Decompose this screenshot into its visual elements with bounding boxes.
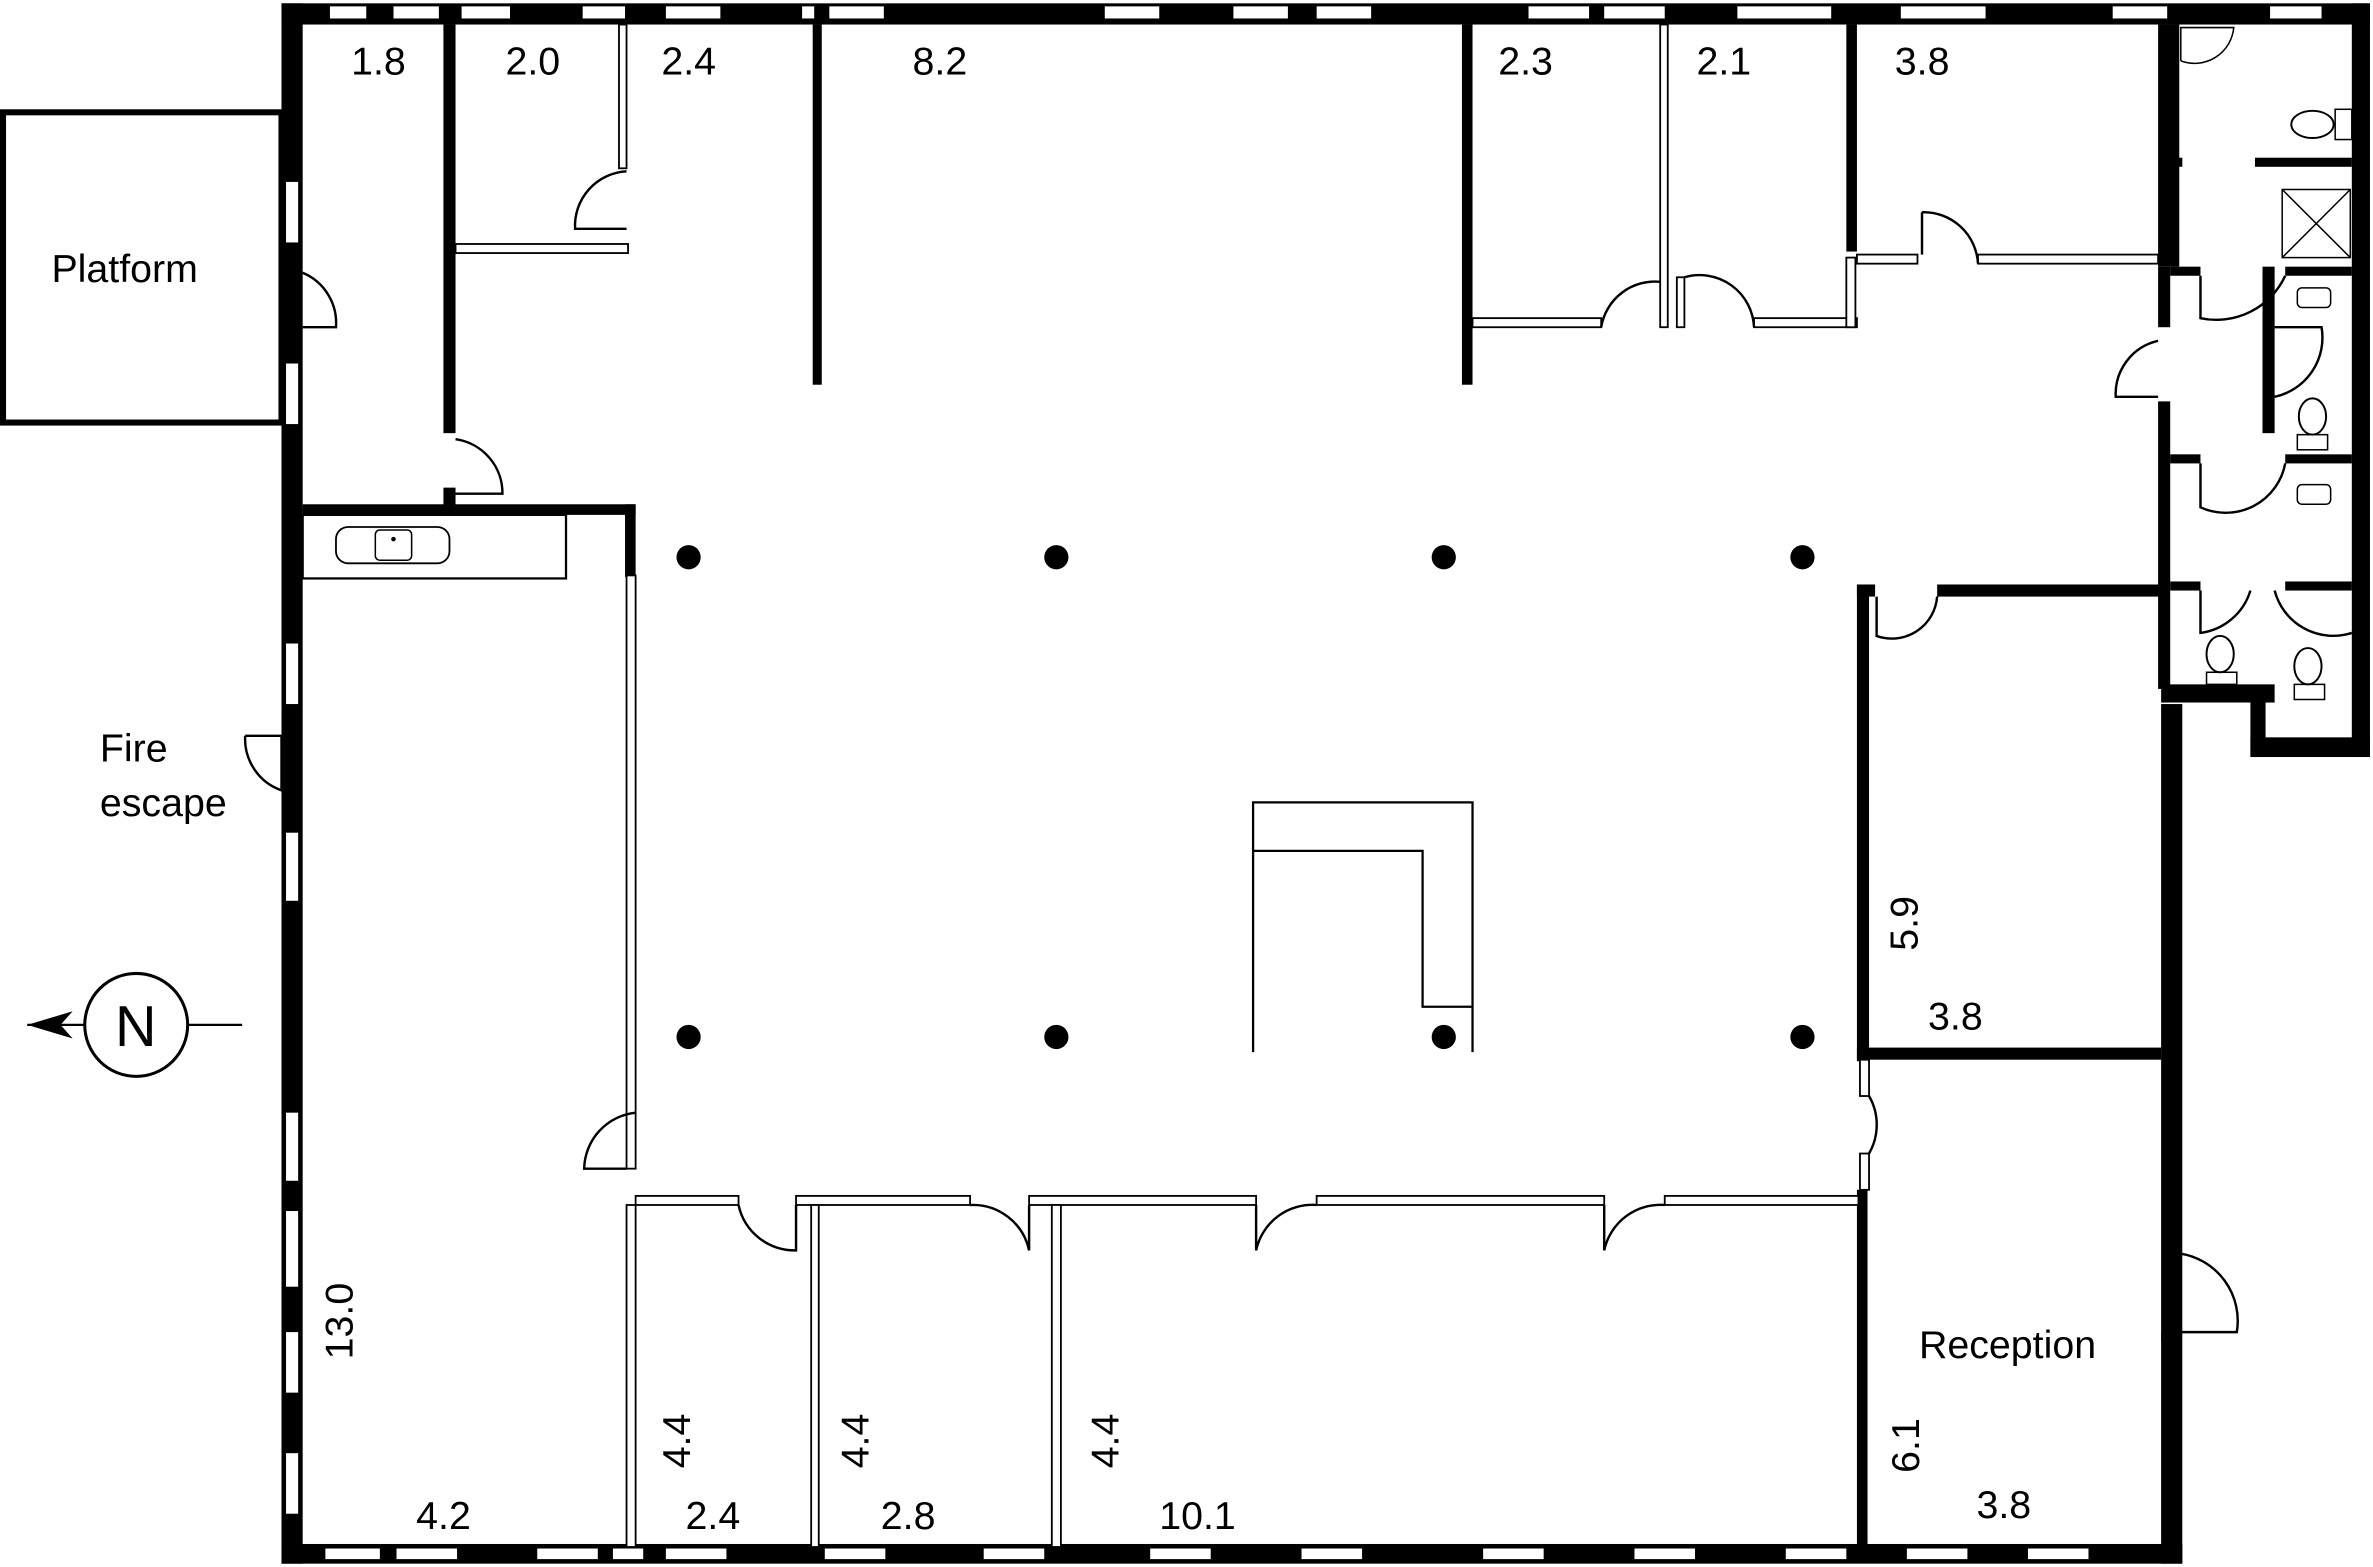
dim-label: 2.4: [661, 39, 716, 83]
reception-label: Reception: [1919, 1323, 2096, 1367]
platform-label: Platform: [51, 247, 197, 291]
dim-label: 5.9: [1882, 896, 1926, 951]
dim-label: 3.8: [1976, 1483, 2031, 1527]
partitions: [454, 23, 2160, 1548]
basin-icon: [2296, 287, 2332, 309]
dim-label: 2.0: [505, 39, 560, 83]
dim-label: 1.8: [351, 39, 406, 83]
escape-label: escape: [100, 781, 227, 825]
toilet-icon: [2297, 397, 2328, 436]
dim-label: 4.4: [655, 1414, 699, 1469]
dim-label: 3.8: [1928, 994, 1983, 1038]
dim-label: 6.1: [1884, 1418, 1928, 1473]
north-arrow-icon: N: [27, 971, 243, 1078]
dim-label: 4.4: [1083, 1414, 1127, 1469]
columns: [676, 545, 1815, 1050]
doors: [243, 170, 2353, 1334]
dim-label: 4.2: [416, 1494, 471, 1538]
dim-label: 3.8: [1895, 39, 1950, 83]
basin-icon: [2296, 483, 2332, 506]
dim-label: 2.8: [881, 1494, 936, 1538]
dim-label: 8.2: [913, 39, 968, 83]
sink-icon: [335, 526, 451, 565]
dim-label: 2.4: [686, 1494, 741, 1538]
fire-label: Fire: [100, 727, 168, 771]
basin-icon: [2180, 26, 2235, 65]
dim-label: 4.4: [834, 1414, 878, 1469]
toilet-icon: [2293, 647, 2323, 686]
fixtures: [301, 26, 2353, 1053]
dim-label: 2.1: [1697, 39, 1752, 83]
toilet-icon: [2290, 109, 2335, 140]
shower-icon: [2281, 188, 2352, 259]
north-label: N: [115, 995, 157, 1059]
windows: [286, 6, 2322, 1560]
counter: [1251, 801, 1474, 1053]
dim-label: 10.1: [1159, 1494, 1236, 1538]
dim-label: 13.0: [318, 1283, 362, 1360]
platform-room: [0, 109, 285, 426]
dim-label: 2.3: [1498, 39, 1553, 83]
interior-walls: [302, 24, 2352, 1548]
toilet-icon: [2205, 634, 2235, 674]
